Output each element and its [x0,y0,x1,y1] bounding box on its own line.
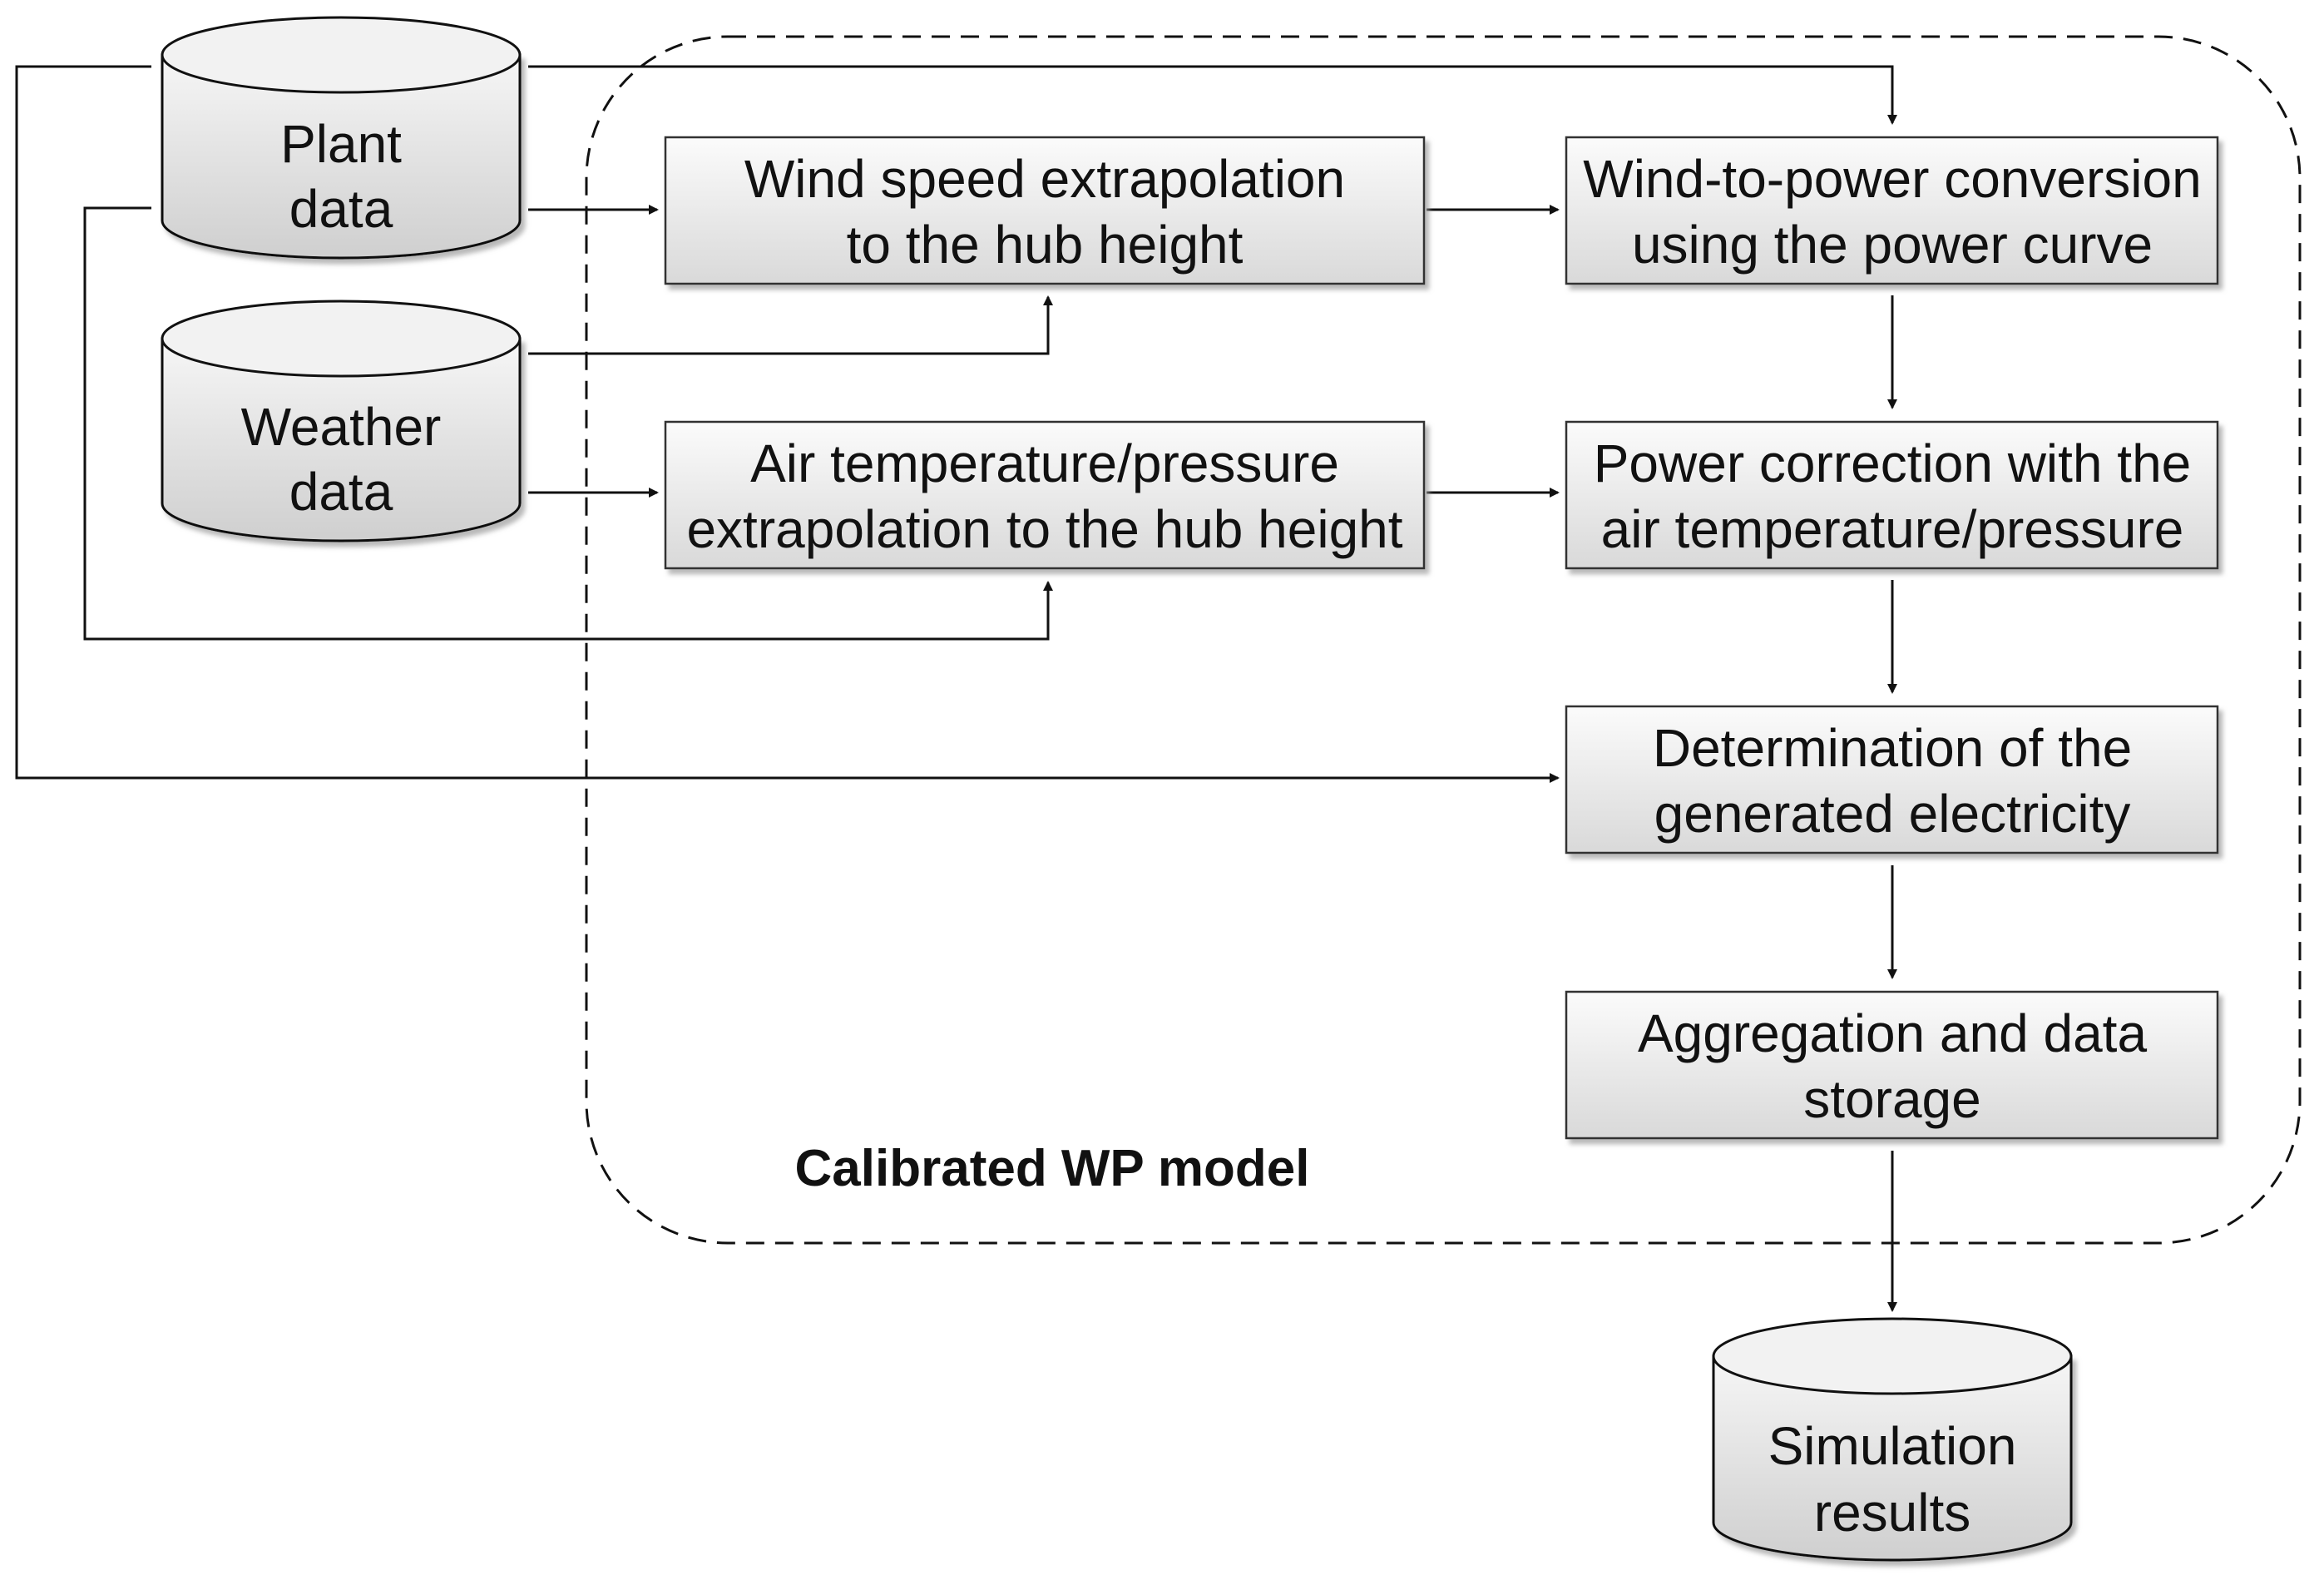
connector-plant-to-electricity [15,65,1560,783]
process-aggregation: Aggregation and data storage [1565,990,2219,1140]
process-electricity: Determination of the generated electrici… [1565,705,2219,854]
weather-data-cylinder: Weather data [161,300,522,542]
air-extrapolation-line-2: extrapolation to the hub height [686,499,1402,559]
calibrated-model-region [585,35,2302,1245]
simulation-results-line-1: Simulation [1768,1416,2017,1476]
region-label: Calibrated WP model [795,1140,1310,1197]
simulation-results-line-2: results [1814,1483,1971,1543]
process-wind-extrapolation: Wind speed extrapolation to the hub heig… [664,136,1426,285]
power-correction-line-1: Power correction with the [1594,433,2192,493]
power-correction-line-2: air temperature/pressure [1601,499,2184,559]
plant-data-line-1: Plant [280,114,402,174]
electricity-line-1: Determination of the [1653,718,2132,778]
wind-to-power-line-1: Wind-to-power conversion [1583,149,2201,209]
connector-plant-to-air-extrapolation [83,206,1053,641]
wind-extrapolation-line-2: to the hub height [847,215,1244,275]
simulation-results-cylinder: Simulation results [1712,1317,2073,1562]
connector-weather-to-wind-extrapolation [528,295,1053,355]
process-wind-to-power: Wind-to-power conversion using the power… [1565,136,2219,285]
wind-extrapolation-line-1: Wind speed extrapolation [744,149,1345,209]
weather-data-line-2: data [289,462,393,522]
process-power-correction: Power correction with the air temperatur… [1565,420,2219,570]
wind-to-power-line-2: using the power curve [1632,215,2153,275]
aggregation-line-1: Aggregation and data [1638,1003,2147,1063]
plant-data-cylinder: Plant data [161,16,522,260]
air-extrapolation-line-1: Air temperature/pressure [750,433,1339,493]
connector-plant-to-wind-power [528,65,1897,125]
plant-data-line-2: data [289,179,393,239]
aggregation-line-2: storage [1803,1069,1980,1129]
electricity-line-2: generated electricity [1654,784,2131,844]
weather-data-line-1: Weather [241,397,442,457]
process-air-extrapolation: Air temperature/pressure extrapolation t… [664,420,1426,570]
connectors [15,65,1897,1312]
